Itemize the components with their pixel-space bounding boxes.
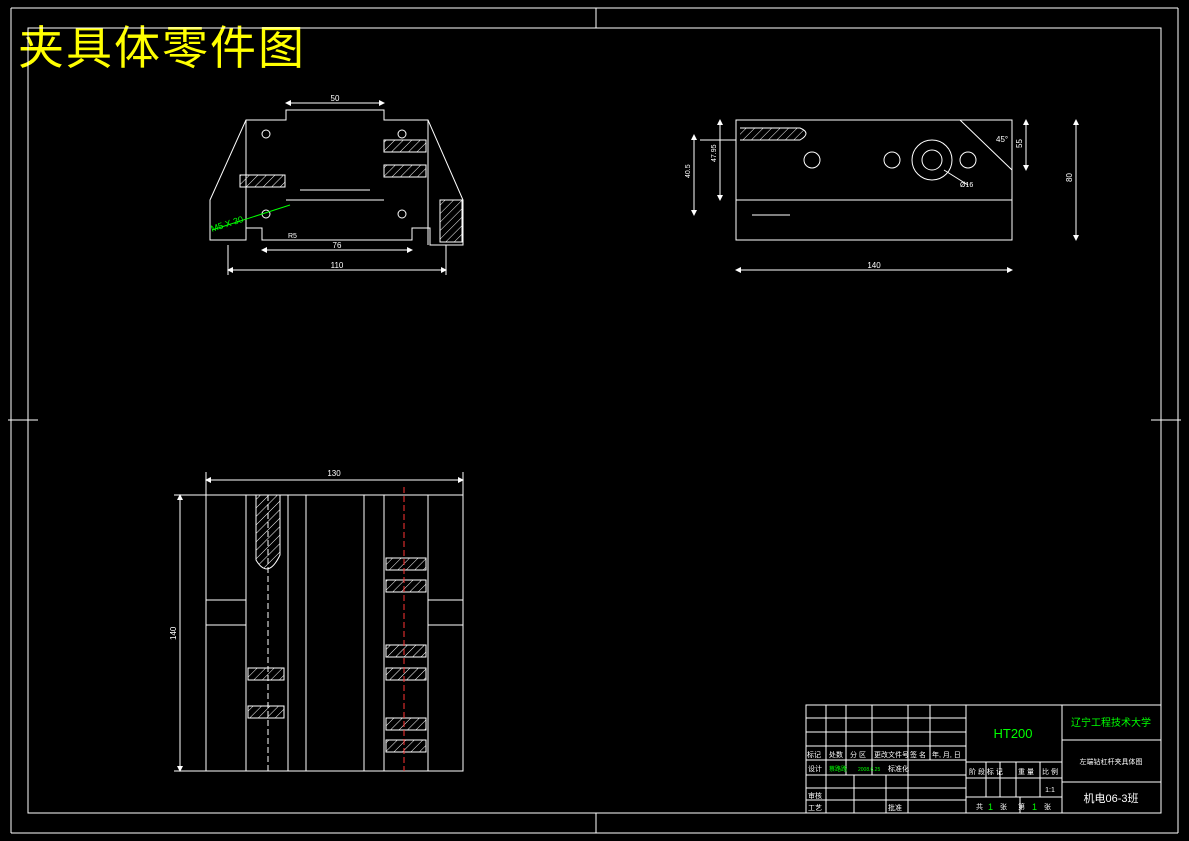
dim-40-5: 40.5 bbox=[685, 164, 692, 178]
lbl-standard: 标准化 bbox=[888, 764, 909, 773]
dim-140-bottom: 140 bbox=[169, 626, 178, 640]
dim-140-side: 140 bbox=[867, 261, 881, 270]
lbl-process: 工艺 bbox=[808, 804, 822, 812]
dim-76: 76 bbox=[333, 241, 342, 250]
school-name: 辽宁工程技术大学 bbox=[1071, 716, 1151, 729]
lbl-zone: 分 区 bbox=[850, 750, 866, 759]
dim-110: 110 bbox=[331, 261, 344, 270]
design-date: 2008.6.25 bbox=[858, 767, 880, 773]
lbl-count: 处数 bbox=[829, 750, 843, 759]
lbl-sign: 签 名 bbox=[910, 750, 926, 759]
lbl-sheet-n: 张 bbox=[1044, 802, 1051, 811]
dim-50: 50 bbox=[331, 94, 340, 103]
lbl-mark: 标记 bbox=[807, 750, 821, 759]
lbl-weight: 重 量 bbox=[1018, 768, 1034, 776]
lbl-no: 第 bbox=[1018, 802, 1025, 811]
bottom-view bbox=[174, 472, 464, 772]
dim-r5: R5 bbox=[288, 233, 297, 240]
dim-d16: Ø16 bbox=[960, 182, 973, 189]
lbl-change-doc: 更改文件号 bbox=[874, 750, 909, 759]
dim-80: 80 bbox=[1065, 173, 1074, 182]
class-name: 机电06-3班 bbox=[1083, 791, 1138, 805]
sheet-frame bbox=[8, 7, 1181, 834]
lbl-total: 共 bbox=[976, 802, 983, 811]
part-name: 左端钻杠杆夹具体图 bbox=[1080, 757, 1143, 766]
dim-55: 55 bbox=[1015, 139, 1024, 148]
lbl-ymd: 年, 月, 日 bbox=[932, 750, 961, 759]
title-block bbox=[805, 704, 1162, 814]
thread-callout: M5 X 30 bbox=[210, 214, 245, 234]
material-label: HT200 bbox=[993, 726, 1032, 741]
sheet-number: 1 bbox=[1032, 802, 1037, 812]
lbl-ratio: 比 例 bbox=[1042, 767, 1058, 776]
scale-value: 1:1 bbox=[1045, 787, 1055, 794]
total-sheets: 1 bbox=[988, 802, 993, 812]
top-view bbox=[209, 100, 464, 275]
lbl-review: 审核 bbox=[808, 791, 822, 800]
side-view bbox=[691, 119, 1079, 273]
lbl-approve: 批准 bbox=[888, 803, 902, 812]
dim-47: 47.95 bbox=[711, 144, 718, 162]
lbl-design: 设计 bbox=[808, 764, 822, 773]
dim-45deg: 45° bbox=[996, 135, 1008, 144]
designer-name: 蔡路路 bbox=[829, 765, 847, 773]
lbl-sheets: 张 bbox=[1000, 802, 1007, 811]
lbl-stage-mark: 阶 段 标 记 bbox=[969, 767, 1003, 776]
drawing-title: 夹具体零件图 bbox=[18, 21, 306, 75]
dim-130: 130 bbox=[327, 469, 341, 478]
title-block-text: HT200 辽宁工程技术大学 左端钻杠杆夹具体图 机电06-3班 1:1 标记 … bbox=[807, 716, 1151, 812]
